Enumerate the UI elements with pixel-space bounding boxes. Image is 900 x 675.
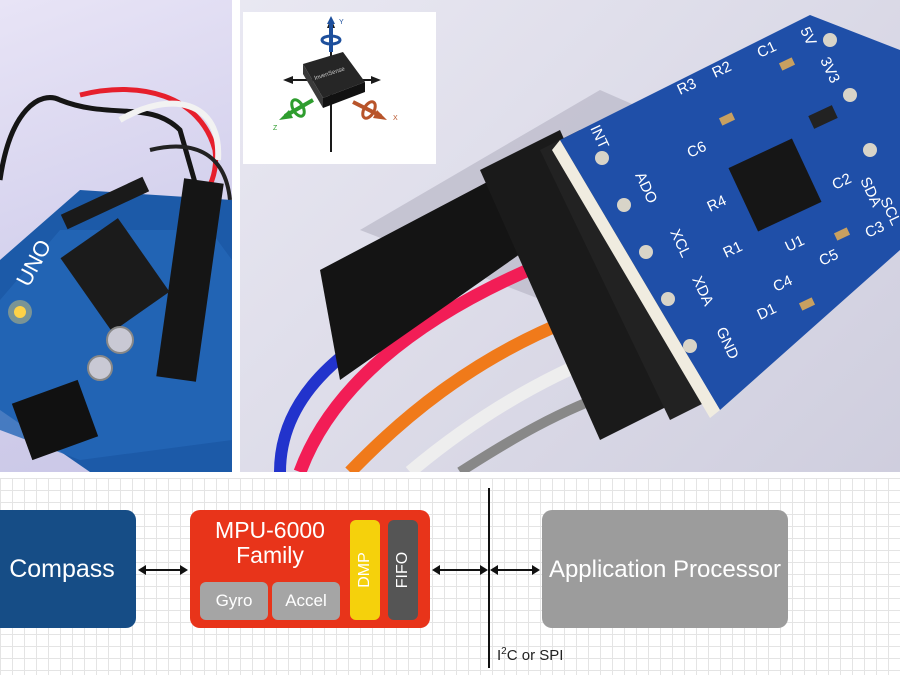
orange-cable [345,313,573,472]
silk-r4: R4 [705,192,730,216]
z-axis-label: Z [273,125,278,132]
dark-wire [149,144,232,201]
axes-orientation-inset: InvenSense Y Z X [243,12,436,164]
app-processor-label: Application Processor [548,555,782,583]
bus-label: I2C or SPI [497,646,564,664]
silk-c5: C5 [817,246,842,270]
mpu-module-photo: INT ADO XCL XDA SDA SCL GND 3V3 5V R3 R2… [240,0,900,472]
y-axis-label: Y [339,19,344,26]
bus-divider-line [488,488,490,668]
block-diagram: Compass MPU-6000 Family Gyro Accel DMP F… [0,478,900,675]
sensor-chip-icon [303,52,365,98]
silk-d1: D1 [755,300,780,324]
bus-app-arrow [490,565,540,575]
mpu-bus-arrow [432,565,488,575]
application-processor-block: Application Processor [542,510,788,628]
fifo-block: FIFO [388,520,418,620]
mpu-6000-block: MPU-6000 Family Gyro Accel DMP FIFO [190,510,430,628]
silk-c1: C1 [755,38,780,62]
silk-u1: U1 [783,232,808,256]
compass-label: Compass [9,554,115,583]
dmp-block: DMP [350,520,380,620]
compass-mpu-arrow [138,565,188,575]
silk-c3: C3 [863,218,888,242]
accel-block: Accel [272,582,340,620]
silk-5v: 5V [796,25,819,49]
mpu-chip [728,138,822,232]
white-wire [118,100,222,161]
silk-c4: C4 [771,272,796,296]
red-cable [293,259,543,472]
silk-r1: R1 [721,238,746,262]
mpu-title: MPU-6000 Family [215,517,325,568]
x-axis-label: X [393,115,398,122]
black-wire [0,95,203,201]
gyro-block: Gyro [200,582,268,620]
white-cable [405,354,593,472]
silk-r2: R2 [710,58,735,82]
silk-r3: R3 [675,75,700,99]
arduino-photo: UNO [0,0,232,472]
compass-block: Compass [0,510,136,628]
silk-c2: C2 [830,170,855,194]
jumper-housings [320,170,540,380]
silk-c6: C6 [685,138,710,162]
